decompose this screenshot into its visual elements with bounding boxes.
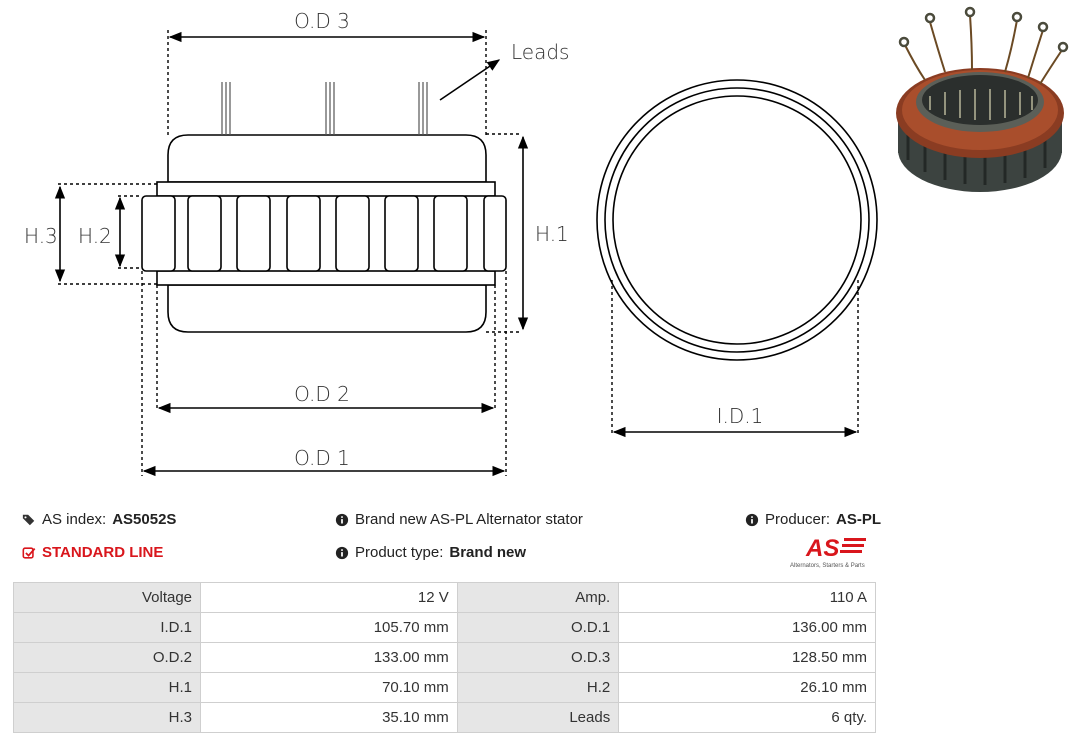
od3-label: O.D 3 xyxy=(294,9,350,33)
spec-label: Voltage xyxy=(12,582,202,613)
spec-label: O.D.3 xyxy=(456,642,620,673)
spec-value: 110 A xyxy=(618,582,876,613)
spec-value: 70.10 mm xyxy=(200,672,458,703)
product-type-row: Product type: Brand new xyxy=(335,544,526,561)
h2-label: H.2 xyxy=(78,224,112,248)
standard-line-label: STANDARD LINE xyxy=(42,544,164,561)
description-text: Brand new AS-PL Alternator stator xyxy=(355,511,583,528)
info-circle-icon xyxy=(335,513,349,526)
logo-tagline: Alternators, Starters & Parts xyxy=(790,563,865,569)
producer-value: AS-PL xyxy=(836,511,882,528)
leads-label: Leads xyxy=(511,40,569,64)
product-type-value: Brand new xyxy=(449,544,527,561)
as-pl-logo: AS Alternators, Starters & Parts xyxy=(790,534,880,572)
spec-label: I.D.1 xyxy=(12,612,202,643)
h3-label: H.3 xyxy=(24,224,58,248)
spec-value: 12 V xyxy=(200,582,458,613)
spec-value: 136.00 mm xyxy=(618,612,876,643)
as-index-value: AS5052S xyxy=(112,511,177,528)
producer-label: Producer: xyxy=(765,511,831,528)
stator-technical-drawing: O.D 3 Leads H.1 H.3 H.2 O.D 2 O.D 1 I.D.… xyxy=(24,6,1074,477)
spec-value: 6 qty. xyxy=(618,702,876,733)
product-type-label: Product type: xyxy=(355,544,444,561)
side-view xyxy=(141,134,507,333)
as-index-label: AS index: xyxy=(42,511,107,528)
od1-label: O.D 1 xyxy=(294,446,350,470)
spec-label: H.2 xyxy=(456,672,620,703)
spec-label: Amp. xyxy=(456,582,620,613)
standard-line-badge: STANDARD LINE xyxy=(22,544,163,561)
spec-value: 26.10 mm xyxy=(618,672,876,703)
spec-value: 133.00 mm xyxy=(200,642,458,673)
spec-label: O.D.2 xyxy=(12,642,202,673)
spec-value: 35.10 mm xyxy=(200,702,458,733)
od2-label: O.D 2 xyxy=(294,382,350,406)
spec-label: Leads xyxy=(456,702,620,733)
as-logo-mark: AS xyxy=(805,535,866,562)
stator-photo xyxy=(888,6,1074,198)
id1-label: I.D.1 xyxy=(717,404,764,428)
tags-icon xyxy=(22,514,35,525)
spec-value: 128.50 mm xyxy=(618,642,876,673)
spec-label: H.3 xyxy=(12,702,202,733)
dimension-arrows xyxy=(54,31,858,477)
spec-label: O.D.1 xyxy=(456,612,620,643)
lead-wires xyxy=(221,82,428,135)
spec-value: 105.70 mm xyxy=(200,612,458,643)
h1-label: H.1 xyxy=(535,222,569,246)
info-circle-icon xyxy=(335,546,349,559)
info-circle-icon xyxy=(745,513,759,526)
spec-label: H.1 xyxy=(12,672,202,703)
as-index-row: AS index: AS5052S xyxy=(22,511,176,528)
extension-lines xyxy=(58,30,859,476)
description-row: Brand new AS-PL Alternator stator xyxy=(335,511,583,528)
svg-text:AS: AS xyxy=(805,535,839,562)
check-square-icon xyxy=(22,546,36,559)
front-view-rings xyxy=(596,79,878,361)
producer-row: Producer: AS-PL xyxy=(745,511,881,528)
